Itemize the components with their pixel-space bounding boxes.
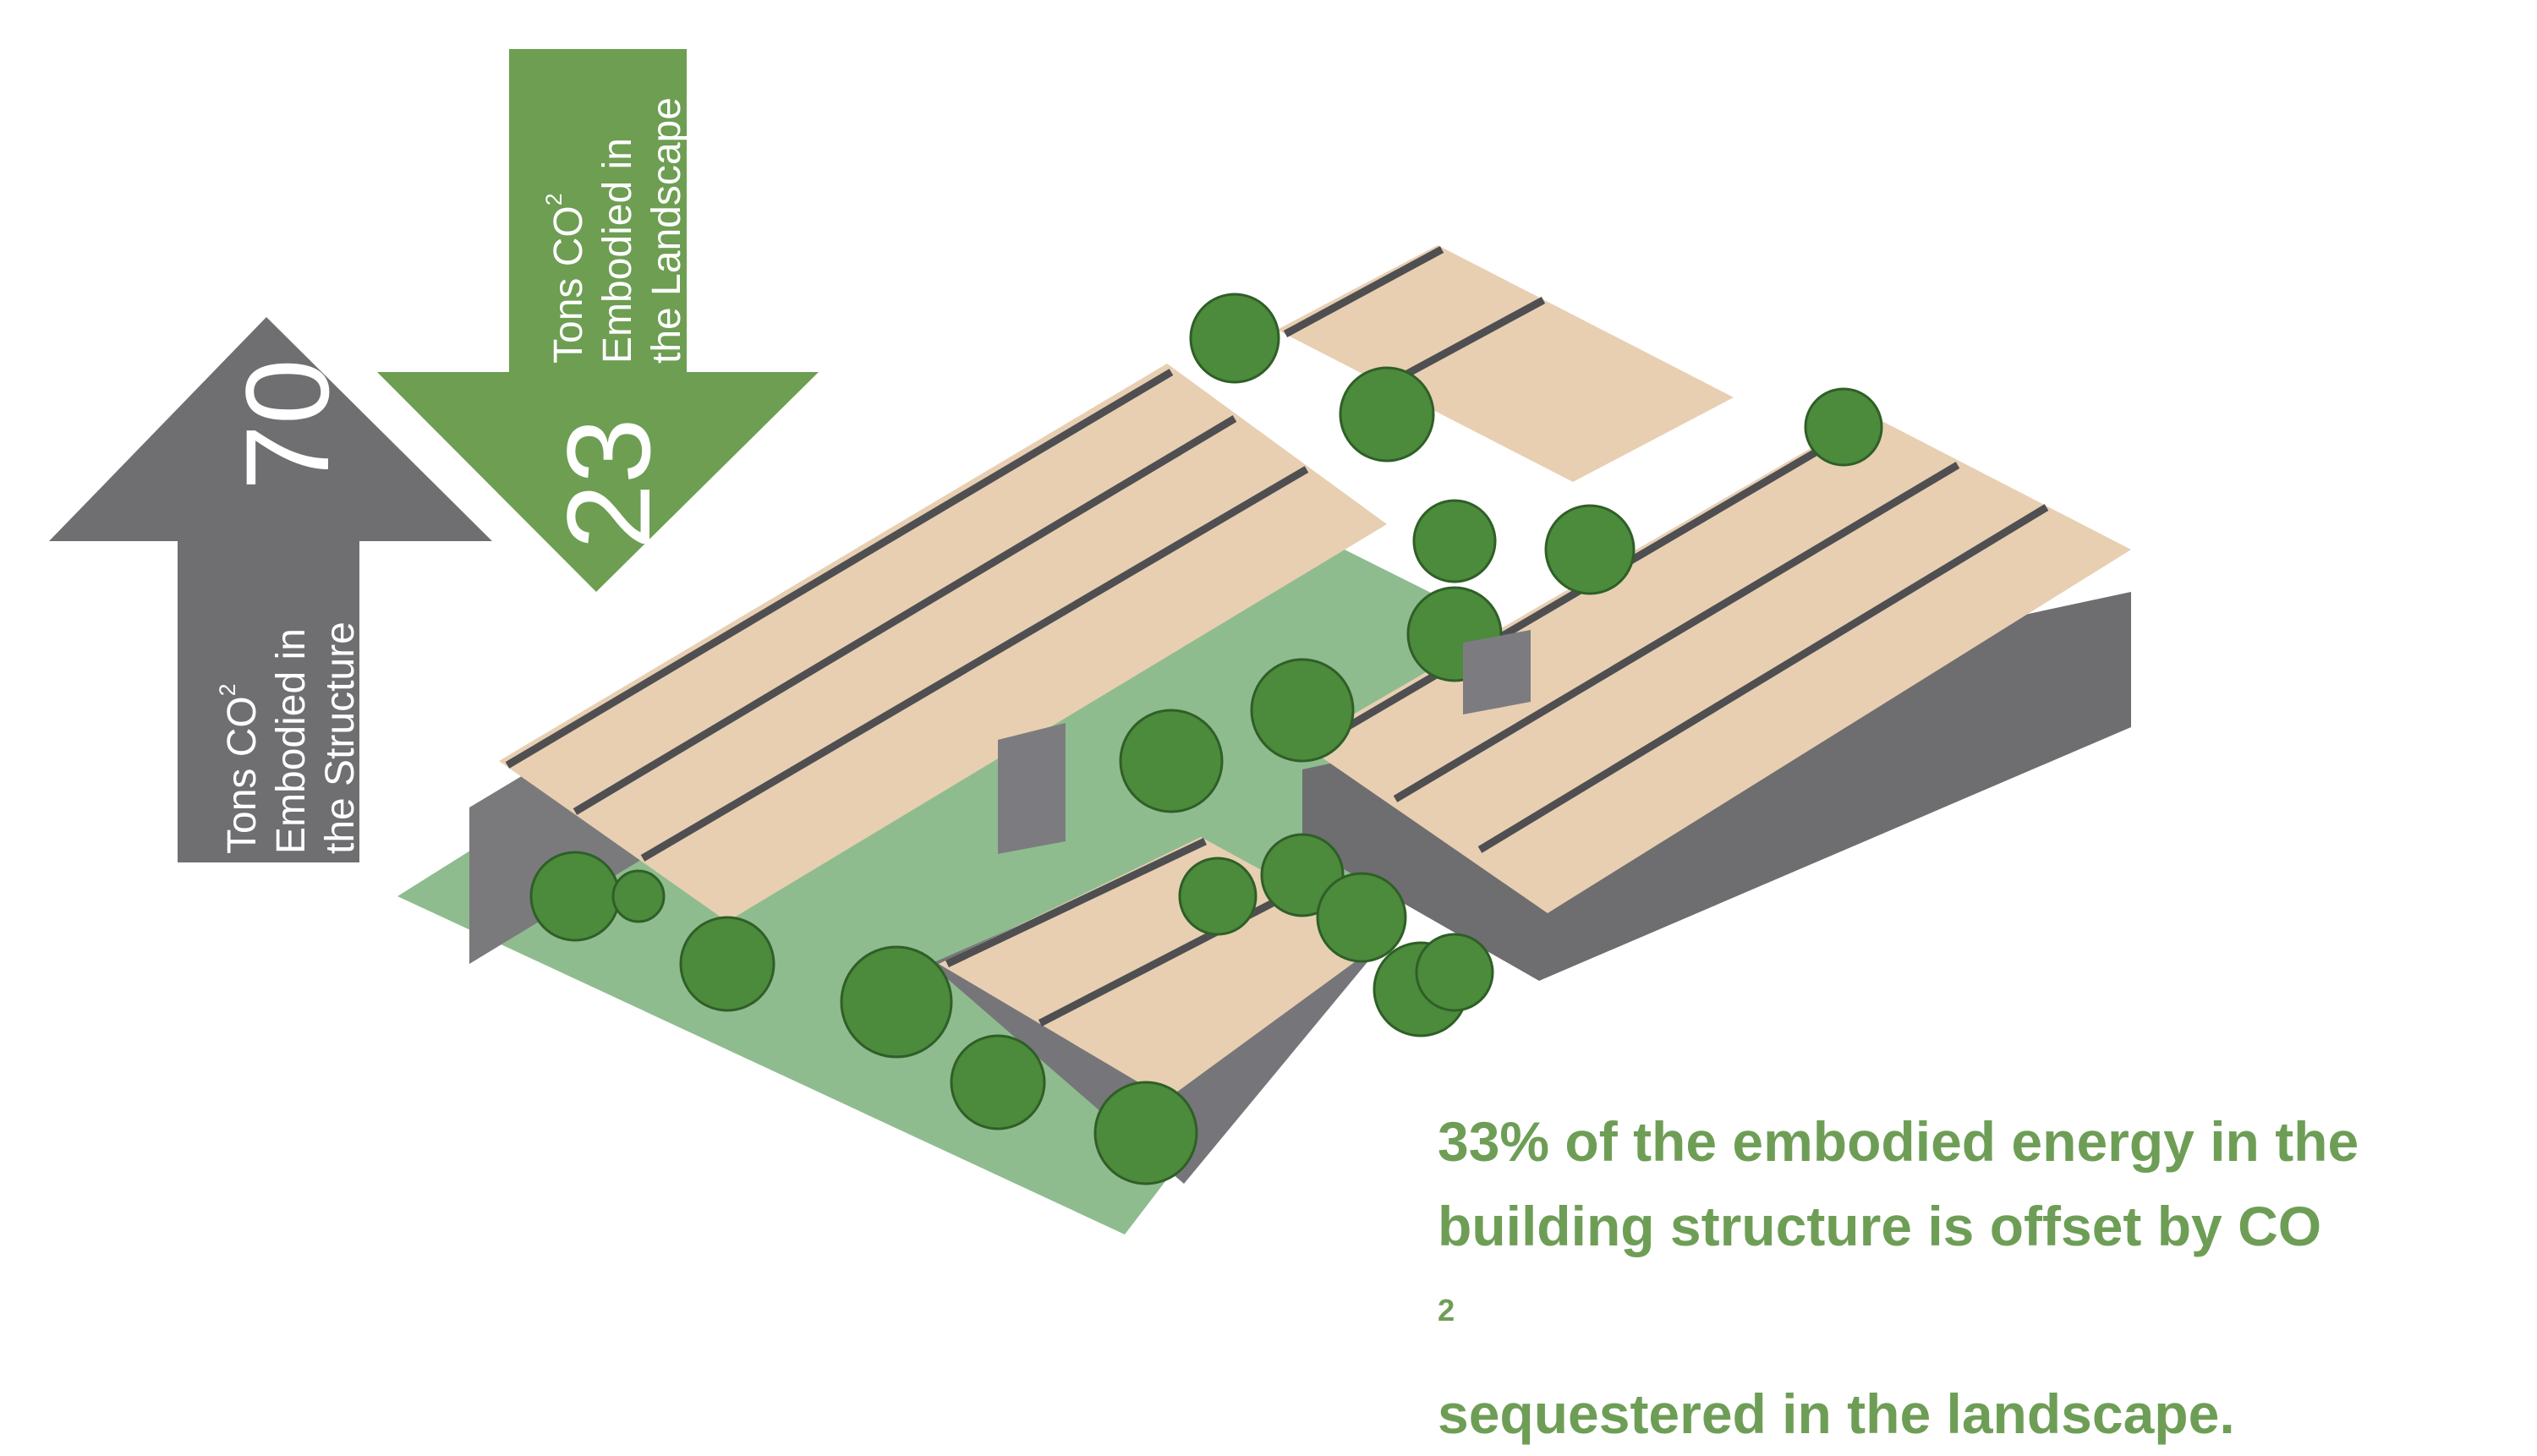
structure-label-sup: 2 [215, 683, 240, 697]
structure-arrow-label: Tons CO2 Embodied in the Structure [203, 621, 365, 854]
landscape-arrow [377, 49, 819, 592]
landscape-label-line1: Tons CO [545, 205, 591, 364]
structure-value: 70 [221, 359, 353, 490]
landscape-value: 23 [542, 418, 675, 550]
landscape-label-line3: the Landscape [644, 97, 689, 364]
caption-line2-sup: 2 [1438, 1293, 1455, 1327]
building-illustration [397, 245, 2131, 1234]
trees [529, 293, 1883, 1185]
caption-line2: building structure is offset by CO [1438, 1195, 2322, 1257]
structure-arrow [49, 317, 492, 862]
landscape-arrow-label: Tons CO2 Embodied in the Landscape [529, 97, 692, 364]
landscape-label-sup: 2 [541, 193, 567, 206]
structure-label-line2: Embodied in [268, 628, 314, 854]
caption-line3: sequestered in the landscape. [1438, 1382, 2235, 1445]
caption-line1: 33% of the embodied energy in the [1438, 1110, 2359, 1173]
caption: 33% of the embodied energy in the buildi… [1438, 1099, 2495, 1456]
core-block [998, 723, 1066, 854]
left-wing-roof [499, 364, 1387, 922]
back-wing-roof [1277, 245, 1734, 482]
core-block-2 [1463, 630, 1531, 714]
landscape-label-line2: Embodied in [595, 138, 640, 364]
right-wing-roof [1302, 414, 2131, 913]
structure-label-line3: the Structure [317, 621, 363, 854]
structure-label-line1: Tons CO [219, 696, 265, 854]
